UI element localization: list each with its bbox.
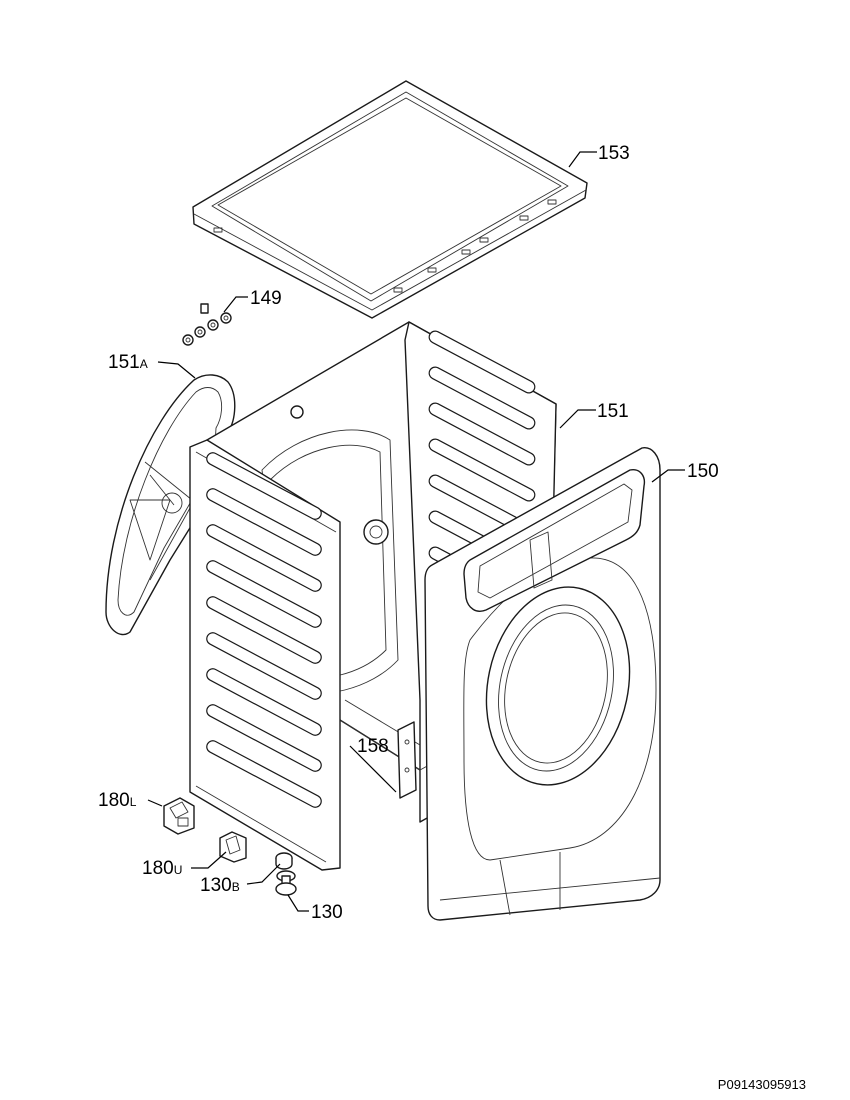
callout-151: 151 xyxy=(597,401,629,422)
callout-180l-suffix: L xyxy=(130,795,137,809)
callout-149: 149 xyxy=(250,288,282,309)
front-panel-part xyxy=(424,447,661,921)
callout-180l: 180L xyxy=(98,790,137,811)
hinge-upper-part xyxy=(219,831,247,863)
callout-150: 150 xyxy=(687,461,719,482)
callout-130b-number: 130 xyxy=(200,875,232,896)
callout-158: 158 xyxy=(357,736,389,757)
callout-130b-suffix: B xyxy=(232,880,240,894)
leader-lines xyxy=(147,151,685,912)
callout-151a: 151A xyxy=(108,352,148,373)
adjustable-foot-part xyxy=(275,870,297,896)
callout-151a-number: 151 xyxy=(108,352,140,373)
callout-180u: 180U xyxy=(142,858,182,879)
callout-180u-number: 180 xyxy=(142,858,174,879)
callout-151a-suffix: A xyxy=(140,357,148,371)
hinge-lower-part xyxy=(163,797,195,835)
foot-cap-part xyxy=(275,852,293,870)
diagram-code: P09143095913 xyxy=(717,1077,806,1092)
callout-130b: 130B xyxy=(200,875,240,896)
left-panel-louvres xyxy=(206,452,322,808)
callout-153: 153 xyxy=(598,143,630,164)
callout-130: 130 xyxy=(311,902,343,923)
top-cover-part xyxy=(192,80,588,319)
fastener-kit-part xyxy=(182,303,232,346)
callout-180u-suffix: U xyxy=(174,863,183,877)
callout-labels: 153 149 151A 151 150 158 180L 180U 130B … xyxy=(98,143,719,923)
callout-180l-number: 180 xyxy=(98,790,130,811)
